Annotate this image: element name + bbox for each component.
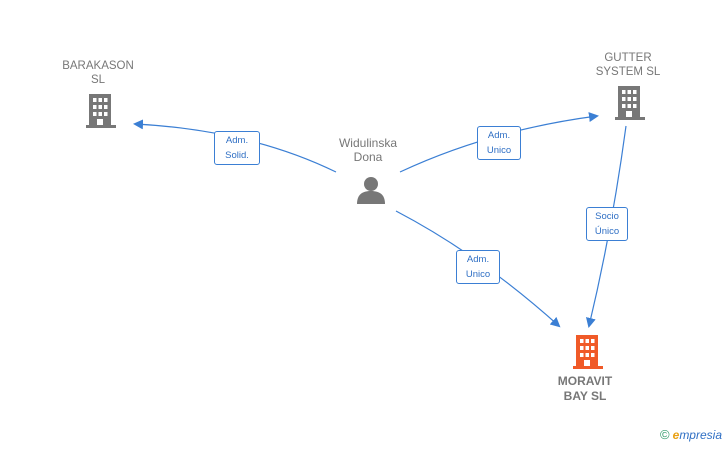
edge-label-line: Adm. [466,254,490,265]
node-label-barakason[interactable]: BARAKASON SL [62,60,134,86]
edge-label-line: Unico [486,145,512,156]
edge-label-person-moravit: Adm. Unico [456,250,500,284]
building-icon [573,335,603,369]
edge-label-person-barakason: Adm. Solid. [214,131,260,165]
edge-label-line: Solid. [225,150,249,161]
edge-label-line: Adm. [487,130,511,141]
node-label-moravit[interactable]: MORAVIT BAY SL [557,374,613,403]
brand-name: mpresia [679,428,722,442]
edge-label-line: Adm. [225,135,249,146]
node-label-person[interactable]: Widulinska Dona [338,136,398,164]
edge-label-line: Único [594,226,620,237]
building-icon [86,94,116,128]
building-icon [615,86,645,120]
edge-label-person-gutter: Adm. Unico [477,126,521,160]
edge-label-line: Socio [595,211,619,222]
edge-label-line: Unico [465,269,491,280]
node-label-gutter[interactable]: GUTTER SYSTEM SL [595,52,661,78]
copyright-symbol: © [660,427,670,442]
person-icon [357,177,385,204]
edge-label-gutter-moravit: Socio Único [586,207,628,241]
empresia-watermark: ©empresia [660,427,722,442]
brand-initial: e [672,428,680,442]
